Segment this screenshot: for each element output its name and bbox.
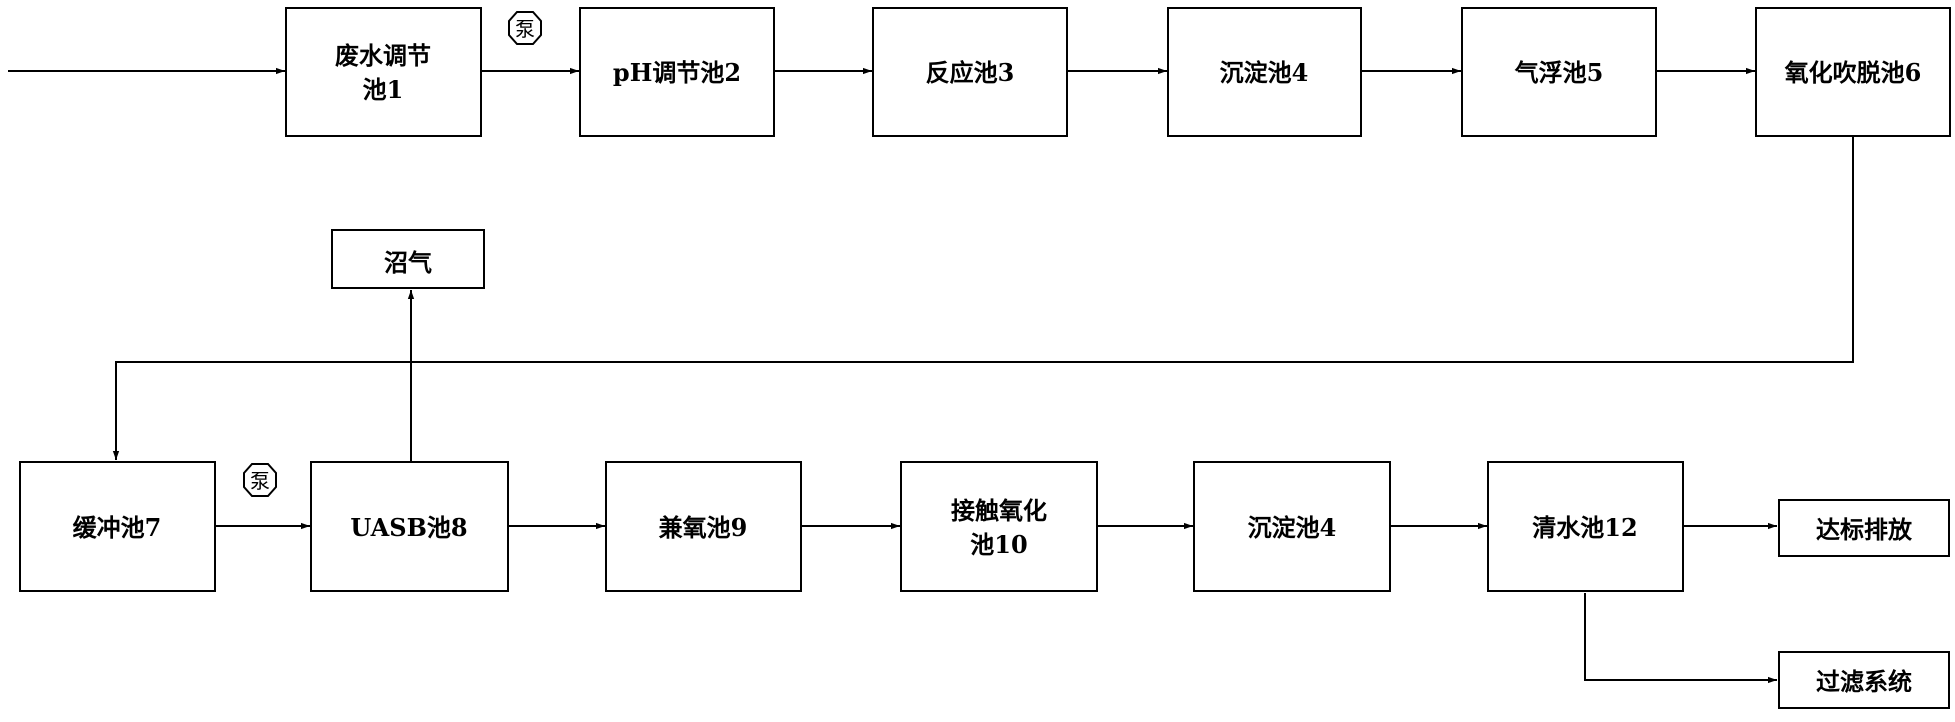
pump-icon: 泵 [243,463,277,497]
box-label-line: UASB池8 [350,513,467,542]
box-compliant-discharge: 达标排放 [1778,499,1950,557]
box-label-line: 池1 [363,75,404,104]
box-label-line: 沉淀池4 [1248,513,1337,542]
return-line-b6-b7 [112,137,1854,460]
box-label-line: 池10 [970,530,1027,559]
box-label-line: 废水调节 [335,41,431,70]
box-label-line: 接触氧化 [951,496,1047,525]
box-biogas: 沼气 [331,229,485,289]
box-label-line: 兼氧池9 [659,513,748,542]
box-sedimentation-tank-bottom: 沉淀池4 [1193,461,1391,592]
box-oxidation-stripping-tank: 氧化吹脱池6 [1755,7,1951,137]
box-clear-water-tank: 清水池12 [1487,461,1684,592]
box-label-line: pH调节池2 [613,58,741,87]
box-buffer-tank: 缓冲池7 [19,461,216,592]
box-ph-adjustment-tank: pH调节池2 [579,7,775,137]
box-label-line: 达标排放 [1816,515,1913,544]
box-uasb-tank: UASB池8 [310,461,509,592]
box-wastewater-equalization-tank: 废水调节池1 [285,7,482,137]
box-facultative-tank: 兼氧池9 [605,461,802,592]
pump-label-top: 泵 [515,17,535,41]
label-sedimentation-tank-bottom: 沉淀池4 [1248,513,1337,542]
box-reaction-tank: 反应池3 [872,7,1068,137]
box-label-line: 沉淀池4 [1220,58,1309,87]
box-label-line: 沼气 [384,248,432,277]
label-uasb-tank: UASB池8 [350,513,467,542]
box-label-line: 清水池12 [1532,513,1637,542]
connectors [8,67,1854,684]
label-clear-water-tank: 清水池12 [1532,513,1637,542]
label-oxidation-stripping-tank: 氧化吹脱池6 [1785,58,1922,87]
pump-label-bottom: 泵 [250,469,270,493]
label-ph-adjustment-tank: pH调节池2 [613,58,741,87]
label-air-flotation-tank: 气浮池5 [1514,58,1604,87]
label-sedimentation-tank-top: 沉淀池4 [1220,58,1309,87]
box-label-line: 氧化吹脱池6 [1785,58,1922,87]
label-buffer-tank: 缓冲池7 [73,513,162,542]
box-label-line: 反应池3 [926,58,1015,87]
pump-icon: 泵 [508,11,542,45]
label-filtration-system: 过滤系统 [1816,667,1912,696]
label-reaction-tank: 反应池3 [926,58,1015,87]
box-contact-oxidation-tank: 接触氧化池10 [900,461,1098,592]
box-sedimentation-tank-top: 沉淀池4 [1167,7,1362,137]
box-air-flotation-tank: 气浮池5 [1461,7,1657,137]
label-wastewater-equalization-tank: 废水调节池1 [335,41,431,104]
label-biogas: 沼气 [384,248,432,277]
box-label-line: 缓冲池7 [73,513,162,542]
label-facultative-tank: 兼氧池9 [659,513,748,542]
box-label-line: 气浮池5 [1514,58,1604,87]
label-contact-oxidation-tank: 接触氧化池10 [951,496,1047,559]
label-compliant-discharge: 达标排放 [1816,515,1913,544]
box-filtration-system: 过滤系统 [1778,651,1950,709]
box-label-line: 过滤系统 [1816,667,1912,696]
arrow-b12-filter [1584,593,1777,684]
